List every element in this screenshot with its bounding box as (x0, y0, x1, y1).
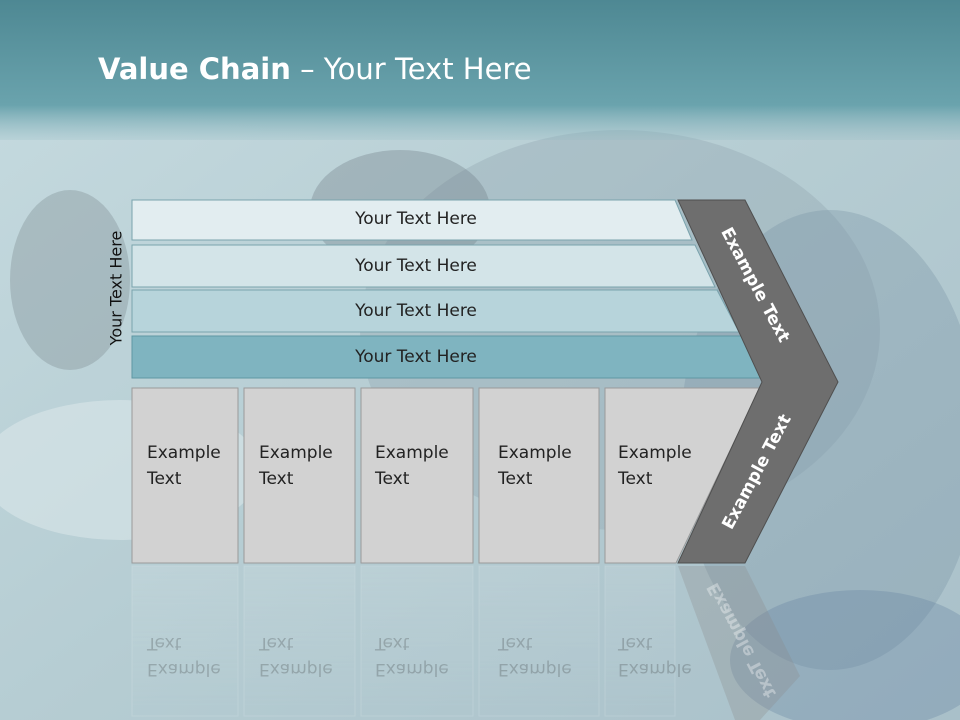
bar-label-1: Your Text Here (355, 209, 477, 229)
cell-reflection-4-line2: Text (498, 633, 533, 653)
cell-label-4-line2: Text (498, 469, 533, 489)
cell-reflection-1-line2: Text (147, 633, 182, 653)
cell-reflection-1-line1: Example (147, 659, 221, 679)
cell-reflection-5-line1: Example (618, 659, 692, 679)
cell-label-2-line2: Text (259, 469, 294, 489)
cell-5 (604, 387, 761, 564)
cell-label-5-line2: Text (618, 469, 653, 489)
bar-label-2: Your Text Here (355, 256, 477, 276)
bar-1 (131, 199, 693, 241)
bar-label-4: Your Text Here (355, 347, 477, 367)
cell-label-2-line1: Example (259, 443, 333, 463)
cell-reflection-1: Example Text (147, 630, 221, 682)
cell-reflection-3-line2: Text (375, 633, 410, 653)
cell-label-3-line1: Example (375, 443, 449, 463)
bar-label-3: Your Text Here (355, 301, 477, 321)
cell-reflection-4: Example Text (498, 630, 572, 682)
cell-3 (360, 387, 474, 564)
cell-1 (131, 387, 239, 564)
cell-reflection-5: Example Text (618, 630, 692, 682)
cell-2 (243, 387, 356, 564)
side-label: Your Text Here (106, 230, 126, 346)
cell-reflection-5-line2: Text (618, 633, 653, 653)
cell-label-4-line1: Example (498, 443, 572, 463)
cell-reflection-3-line1: Example (375, 659, 449, 679)
cell-label-3-line2: Text (375, 469, 410, 489)
cell-reflection-3: Example Text (375, 630, 449, 682)
cell-label-5-line1: Example (618, 443, 692, 463)
cell-reflection-2: Example Text (259, 630, 333, 682)
cell-4 (478, 387, 600, 564)
slide-title: Value Chain – Your Text Here (98, 52, 532, 86)
cell-reflection-4-line1: Example (498, 659, 572, 679)
cell-label-1-line2: Text (147, 469, 182, 489)
title-rest: – Your Text Here (290, 52, 532, 86)
cell-label-1-line1: Example (147, 443, 221, 463)
title-bold: Value Chain (98, 52, 291, 86)
chevron-arrow (677, 199, 839, 564)
cell-reflection-2-line2: Text (259, 633, 294, 653)
bar-2 (131, 244, 716, 288)
cell-reflection-2-line1: Example (259, 659, 333, 679)
